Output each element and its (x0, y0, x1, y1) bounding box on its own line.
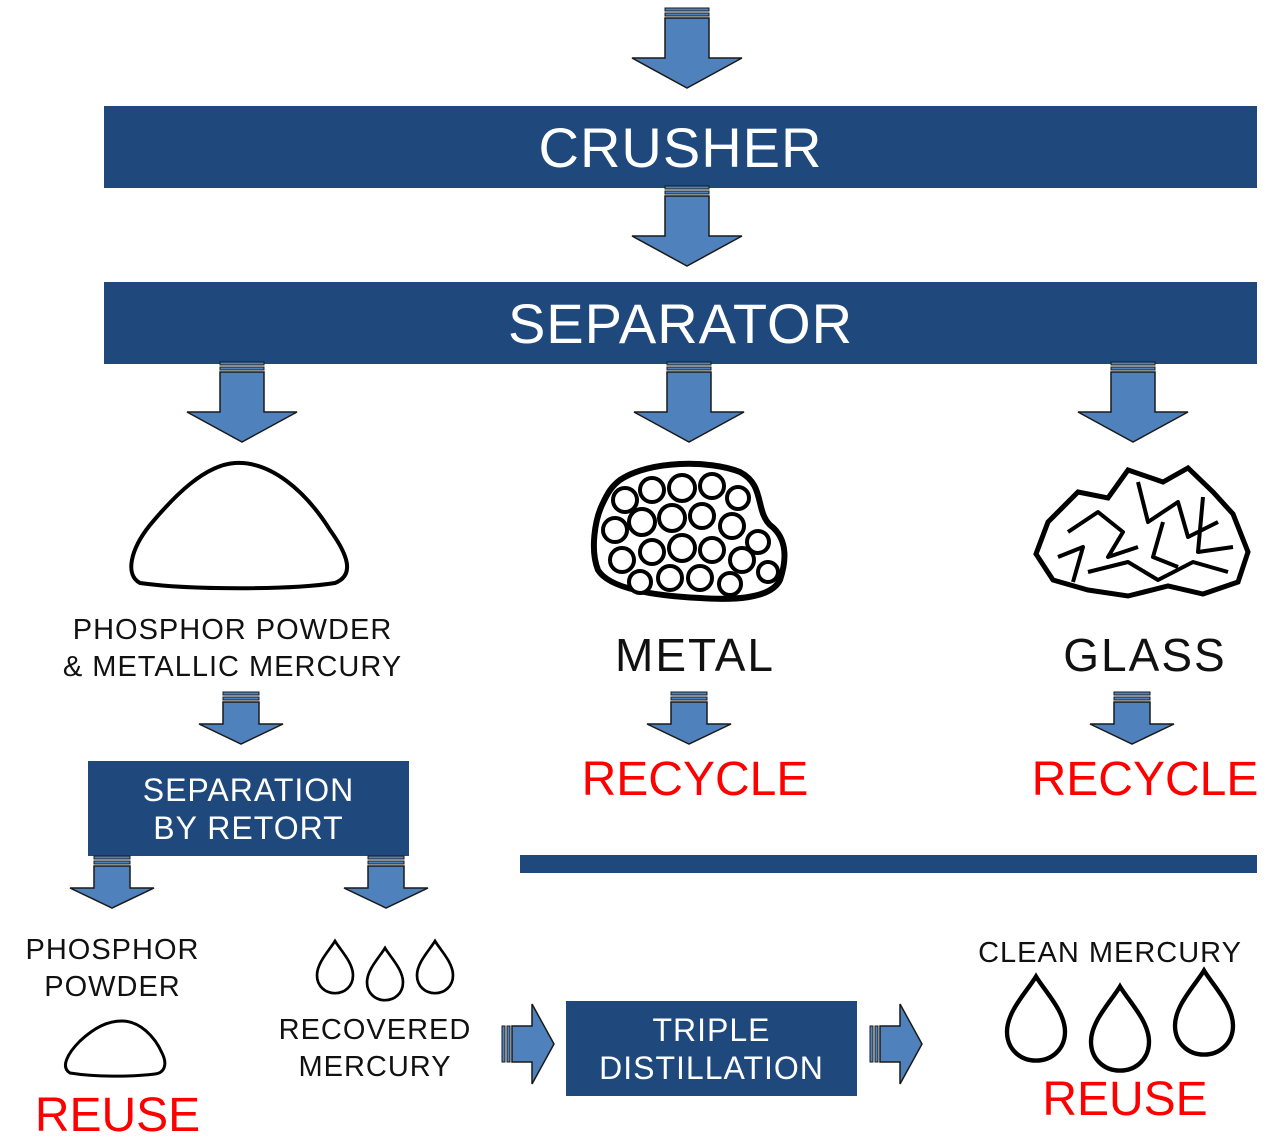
retort-box: SEPARATION BY RETORT (88, 761, 409, 856)
retort-to-phosphor-arrow (69, 855, 155, 909)
separator-to-phosphor-arrow (186, 361, 298, 443)
retort-line2: BY RETORT (153, 809, 344, 846)
separator-label: SEPARATOR (507, 291, 854, 355)
clean-mercury-drops-icon (998, 972, 1248, 1072)
phosphor-reuse-label: REUSE (34, 1089, 201, 1142)
distillation-box: TRIPLE DISTILLATION (566, 1001, 857, 1096)
crusher-label: CRUSHER (538, 115, 823, 179)
retort-to-mercury-arrow (343, 855, 429, 909)
phosphor-mercury-label: PHOSPHOR POWDER & METALLIC MERCURY (10, 612, 455, 686)
mercury-to-distillation-arrow (501, 1003, 555, 1085)
recovered-line2: MERCURY (298, 1051, 452, 1083)
clean-mercury-label: CLEAN MERCURY (978, 937, 1242, 969)
input-arrow (631, 7, 743, 89)
glass-label: GLASS (1063, 629, 1227, 681)
distill-line1: TRIPLE (652, 1011, 771, 1048)
metal-label: METAL (615, 629, 775, 681)
separator-box: SEPARATOR (104, 282, 1257, 364)
crusher-to-separator-arrow (631, 185, 743, 267)
glass-shards-icon (1033, 464, 1251, 599)
glass-to-recycle-arrow (1089, 691, 1175, 745)
phosphor-mercury-line2: & METALLIC MERCURY (62, 651, 403, 683)
mercury-reuse-label: REUSE (1042, 1073, 1208, 1126)
phosphor-powder-label: PHOSPHOR POWDER (0, 932, 225, 1006)
phosphor-mercury-line1: PHOSPHOR POWDER (72, 614, 393, 646)
distill-line2: DISTILLATION (599, 1049, 824, 1086)
glass-recycle-label: RECYCLE (1031, 753, 1259, 806)
distillation-to-clean-arrow (869, 1003, 923, 1085)
recovered-line1: RECOVERED (278, 1014, 472, 1046)
crusher-box: CRUSHER (104, 106, 1257, 188)
retort-line1: SEPARATION (142, 771, 355, 808)
metal-recycle-label: RECYCLE (581, 753, 809, 806)
phosphor-line1: PHOSPHOR (25, 934, 200, 966)
phosphor-to-retort-arrow (198, 691, 284, 745)
recovered-mercury-label: RECOVERED MERCURY (250, 1012, 500, 1086)
separator-to-glass-arrow (1077, 361, 1189, 443)
divider-line (520, 855, 1257, 873)
small-powder-pile-icon (64, 1019, 167, 1078)
separator-to-metal-arrow (633, 361, 745, 443)
metal-to-recycle-arrow (646, 691, 732, 745)
metal-pieces-icon (590, 460, 788, 602)
recovered-mercury-drops-icon (315, 939, 455, 1002)
phosphor-line2: POWDER (44, 971, 181, 1003)
powder-pile-icon (129, 460, 350, 591)
